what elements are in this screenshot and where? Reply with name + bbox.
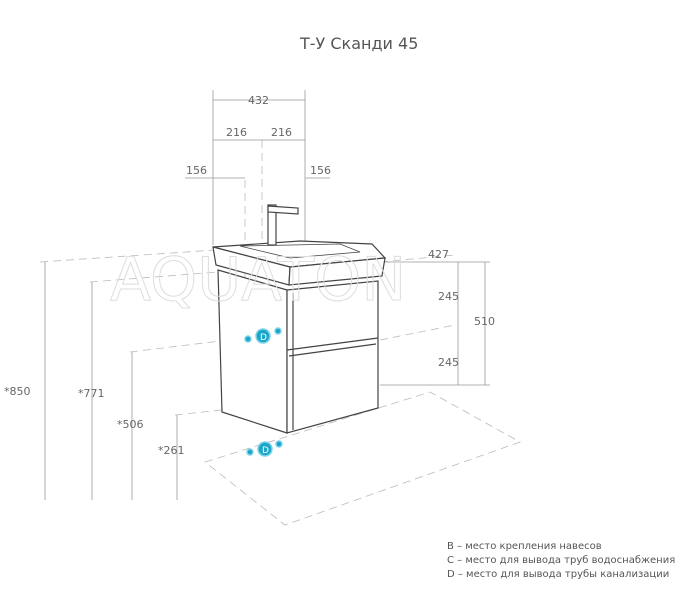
marker-upper: D [260, 333, 267, 343]
dim-245-top: 245 [438, 290, 459, 303]
dim-261: *261 [158, 444, 185, 457]
dim-216-right: 216 [271, 126, 292, 139]
dim-432: 432 [248, 94, 269, 107]
dim-771: *771 [78, 387, 105, 400]
dim-245-bottom: 245 [438, 356, 459, 369]
connection-markers [244, 327, 283, 457]
dim-506: *506 [117, 418, 144, 431]
dim-510: 510 [474, 315, 495, 328]
floor-outline [204, 391, 521, 526]
dim-156-left: 156 [186, 164, 207, 177]
cabinet [217, 269, 379, 434]
dim-216-left: 216 [226, 126, 247, 139]
legend: B – место крепления навесов C – место дл… [447, 540, 675, 582]
drawing-title: Т-У Сканди 45 [300, 34, 419, 53]
faucet-icon [267, 204, 299, 246]
legend-item-d: D – место для вывода трубы канализации [447, 569, 670, 580]
legend-item-b: B – место крепления навесов [447, 541, 602, 552]
dim-427: 427 [428, 248, 449, 261]
dim-156-right: 156 [310, 164, 331, 177]
dim-850: *850 [4, 385, 31, 398]
marker-lower: D [262, 446, 269, 456]
watermark: AQUATON [110, 245, 406, 315]
legend-item-c: C – место для вывода труб водоснабжения [447, 555, 676, 566]
washbasin [212, 240, 387, 286]
